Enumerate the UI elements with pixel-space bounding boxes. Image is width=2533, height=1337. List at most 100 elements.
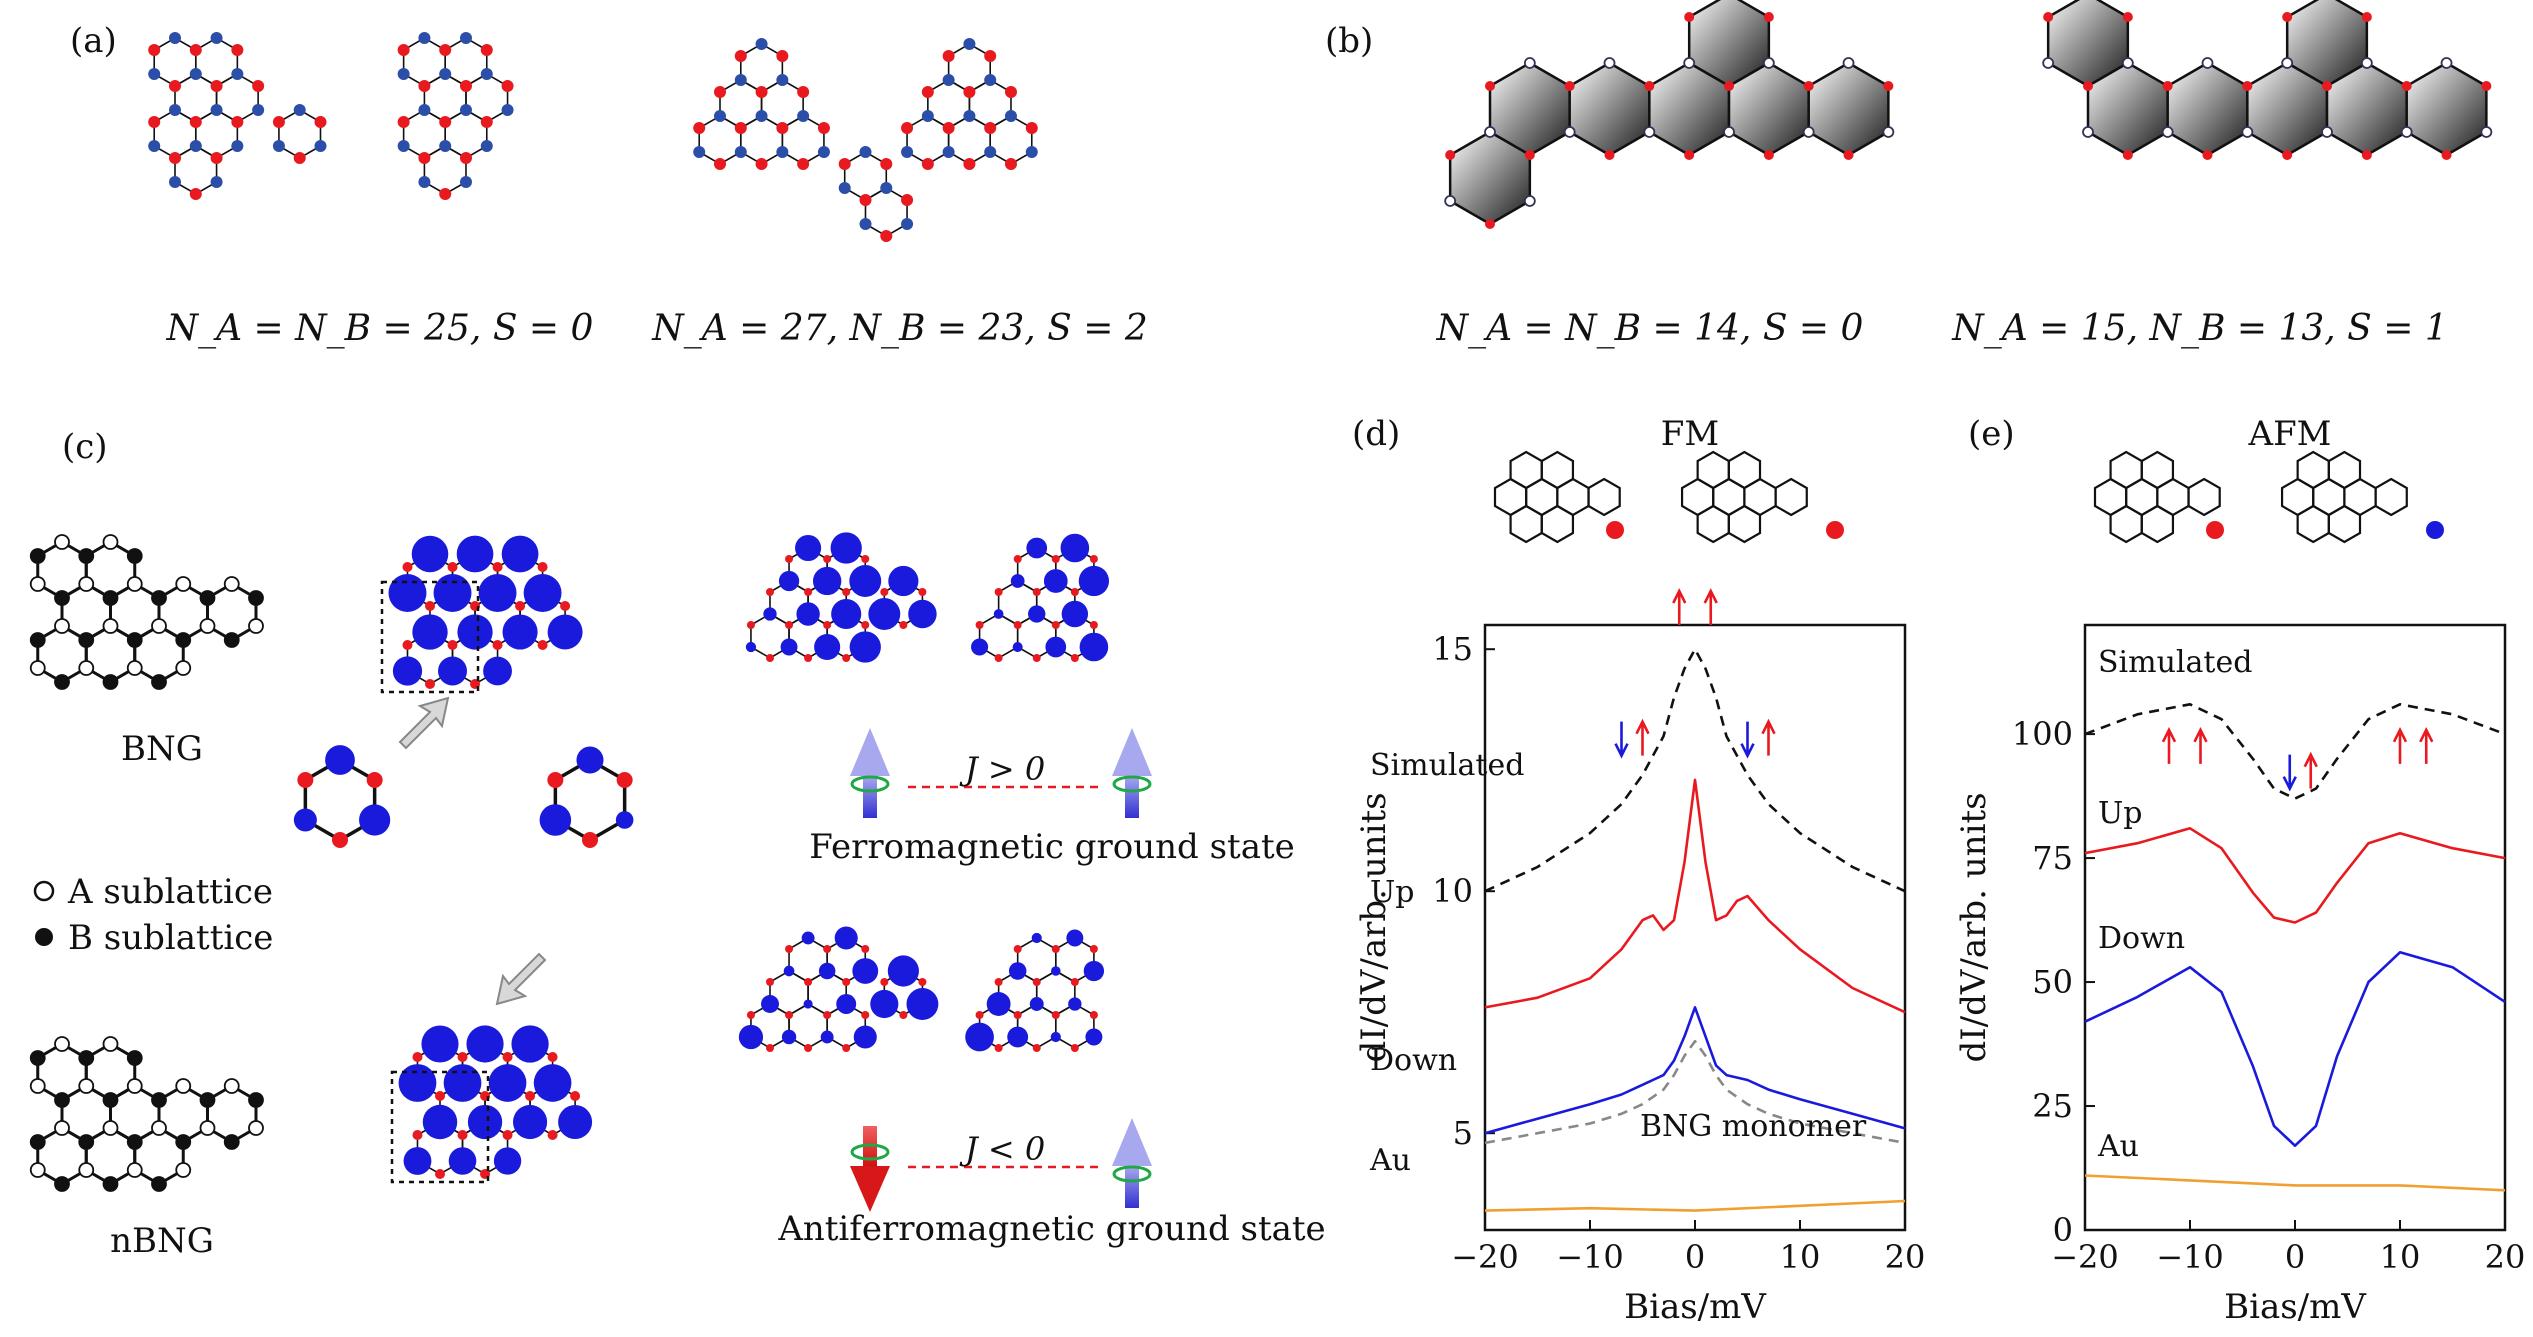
lattice-atom	[456, 535, 494, 573]
lattice-atom	[169, 80, 181, 92]
lattice-atom	[126, 1162, 143, 1178]
hexagon-ring	[402, 109, 446, 159]
lattice-atom	[781, 1029, 797, 1045]
zoom-arrow-down	[495, 952, 547, 1006]
lattice-atom	[766, 1044, 774, 1052]
panel-b-left-caption: N_A = N_B = 14, S = 0	[1436, 308, 1864, 349]
lattice-atom	[1564, 81, 1575, 91]
lattice-atom	[189, 68, 202, 80]
lattice-atom	[54, 534, 70, 550]
lattice-atom	[272, 116, 285, 128]
lattice-atom	[804, 978, 813, 986]
x-tick-label: 20	[1885, 1238, 1926, 1276]
lattice-atom	[849, 631, 881, 663]
hexagon-ring	[423, 73, 467, 123]
lattice-atom	[210, 80, 223, 92]
lattice-atom	[1060, 533, 1090, 563]
lattice-atom	[693, 122, 706, 134]
lattice-atom	[175, 1078, 192, 1094]
lattice-atom	[2401, 81, 2412, 91]
lattice-atom	[525, 1091, 536, 1101]
lattice-atom	[861, 555, 870, 563]
lattice-atom	[459, 176, 472, 188]
lattice-atom	[1445, 150, 1456, 160]
x-tick-label: −10	[2156, 1238, 2224, 1276]
lattice-atom	[439, 44, 452, 56]
hexagon-ring	[215, 73, 259, 123]
lattice-atom	[1051, 555, 1060, 563]
legend-b-text: B sublattice	[68, 918, 273, 958]
lattice-atom	[443, 1064, 482, 1102]
panel-a-right-caption: N_A = 27, N_B = 23, S = 2	[651, 308, 1148, 349]
lattice-atom	[151, 1120, 167, 1136]
lattice-atom	[994, 1044, 1003, 1052]
hexagon-ring	[2327, 450, 2362, 490]
lattice-atom	[439, 140, 452, 152]
y-tick-label: 25	[2032, 1087, 2073, 1125]
hexagon-ring	[739, 43, 784, 93]
hexagon-ring	[133, 624, 185, 684]
lattice-atom	[433, 574, 472, 612]
lattice-atom	[418, 32, 431, 44]
lattice-atom	[734, 50, 747, 62]
lattice-atom	[1683, 57, 1696, 69]
lattice-atom	[2083, 81, 2093, 91]
lattice-atom	[1724, 81, 1735, 91]
lattice-atom	[842, 654, 851, 662]
lattice-atom	[859, 146, 872, 158]
lattice-atom	[533, 1064, 572, 1102]
lattice-atom	[54, 1092, 70, 1108]
hexagon-ring	[444, 109, 488, 159]
lattice-atom	[169, 104, 181, 116]
y-axis-label: dI/dV/arb. units	[1354, 792, 1394, 1062]
lattice-atom	[29, 576, 46, 592]
lattice-atom	[169, 152, 181, 164]
lattice-atom	[766, 588, 774, 596]
lattice-atom	[199, 1092, 216, 1108]
lattice-atom	[411, 535, 449, 573]
lattice-atom	[78, 632, 95, 648]
y-tick-label: 10	[1432, 872, 1473, 910]
lattice-atom	[210, 152, 223, 164]
lattice-atom	[734, 122, 747, 134]
lattice-atom	[984, 146, 997, 158]
lattice-atom	[1045, 636, 1067, 658]
lattice-atom	[994, 978, 1003, 986]
lattice-atom	[78, 548, 95, 564]
lattice-atom	[1684, 12, 1695, 22]
panel-e-title: AFM	[2248, 414, 2332, 454]
lattice-atom	[29, 1050, 46, 1066]
lattice-atom	[126, 1078, 143, 1094]
lattice-atom	[1051, 621, 1060, 629]
lattice-atom	[248, 618, 264, 634]
hexagon-ring	[1509, 450, 1543, 490]
lattice-atom	[2400, 126, 2413, 138]
hexagon-ring	[1568, 61, 1651, 157]
lattice-atom	[766, 978, 774, 986]
lattice-atom	[293, 808, 317, 832]
lattice-atom	[734, 74, 747, 86]
lattice-atom	[425, 679, 435, 689]
lattice-atom	[1883, 81, 1894, 91]
lattice-atom	[325, 745, 355, 775]
zoom-arrow-up	[398, 696, 450, 750]
lattice-atom	[29, 1162, 46, 1178]
lattice-atom	[842, 588, 851, 596]
lattice-atom	[231, 116, 244, 128]
lattice-atom	[2282, 150, 2293, 160]
lattice-atom	[2440, 57, 2453, 69]
lattice-atom	[801, 931, 815, 945]
series-line-au	[2084, 1174, 2506, 1192]
hexagon-ring	[1540, 450, 1575, 490]
lattice-atom	[1085, 1028, 1103, 1046]
lattice-atom	[796, 602, 820, 626]
y-tick-label: 100	[2012, 715, 2073, 753]
hexagon-ring	[423, 145, 467, 195]
lattice-atom	[899, 621, 908, 629]
hexagon-ring	[1807, 61, 1890, 157]
lattice-atom	[1031, 932, 1042, 944]
lattice-atom	[888, 565, 919, 597]
lattice-atom	[397, 116, 410, 128]
